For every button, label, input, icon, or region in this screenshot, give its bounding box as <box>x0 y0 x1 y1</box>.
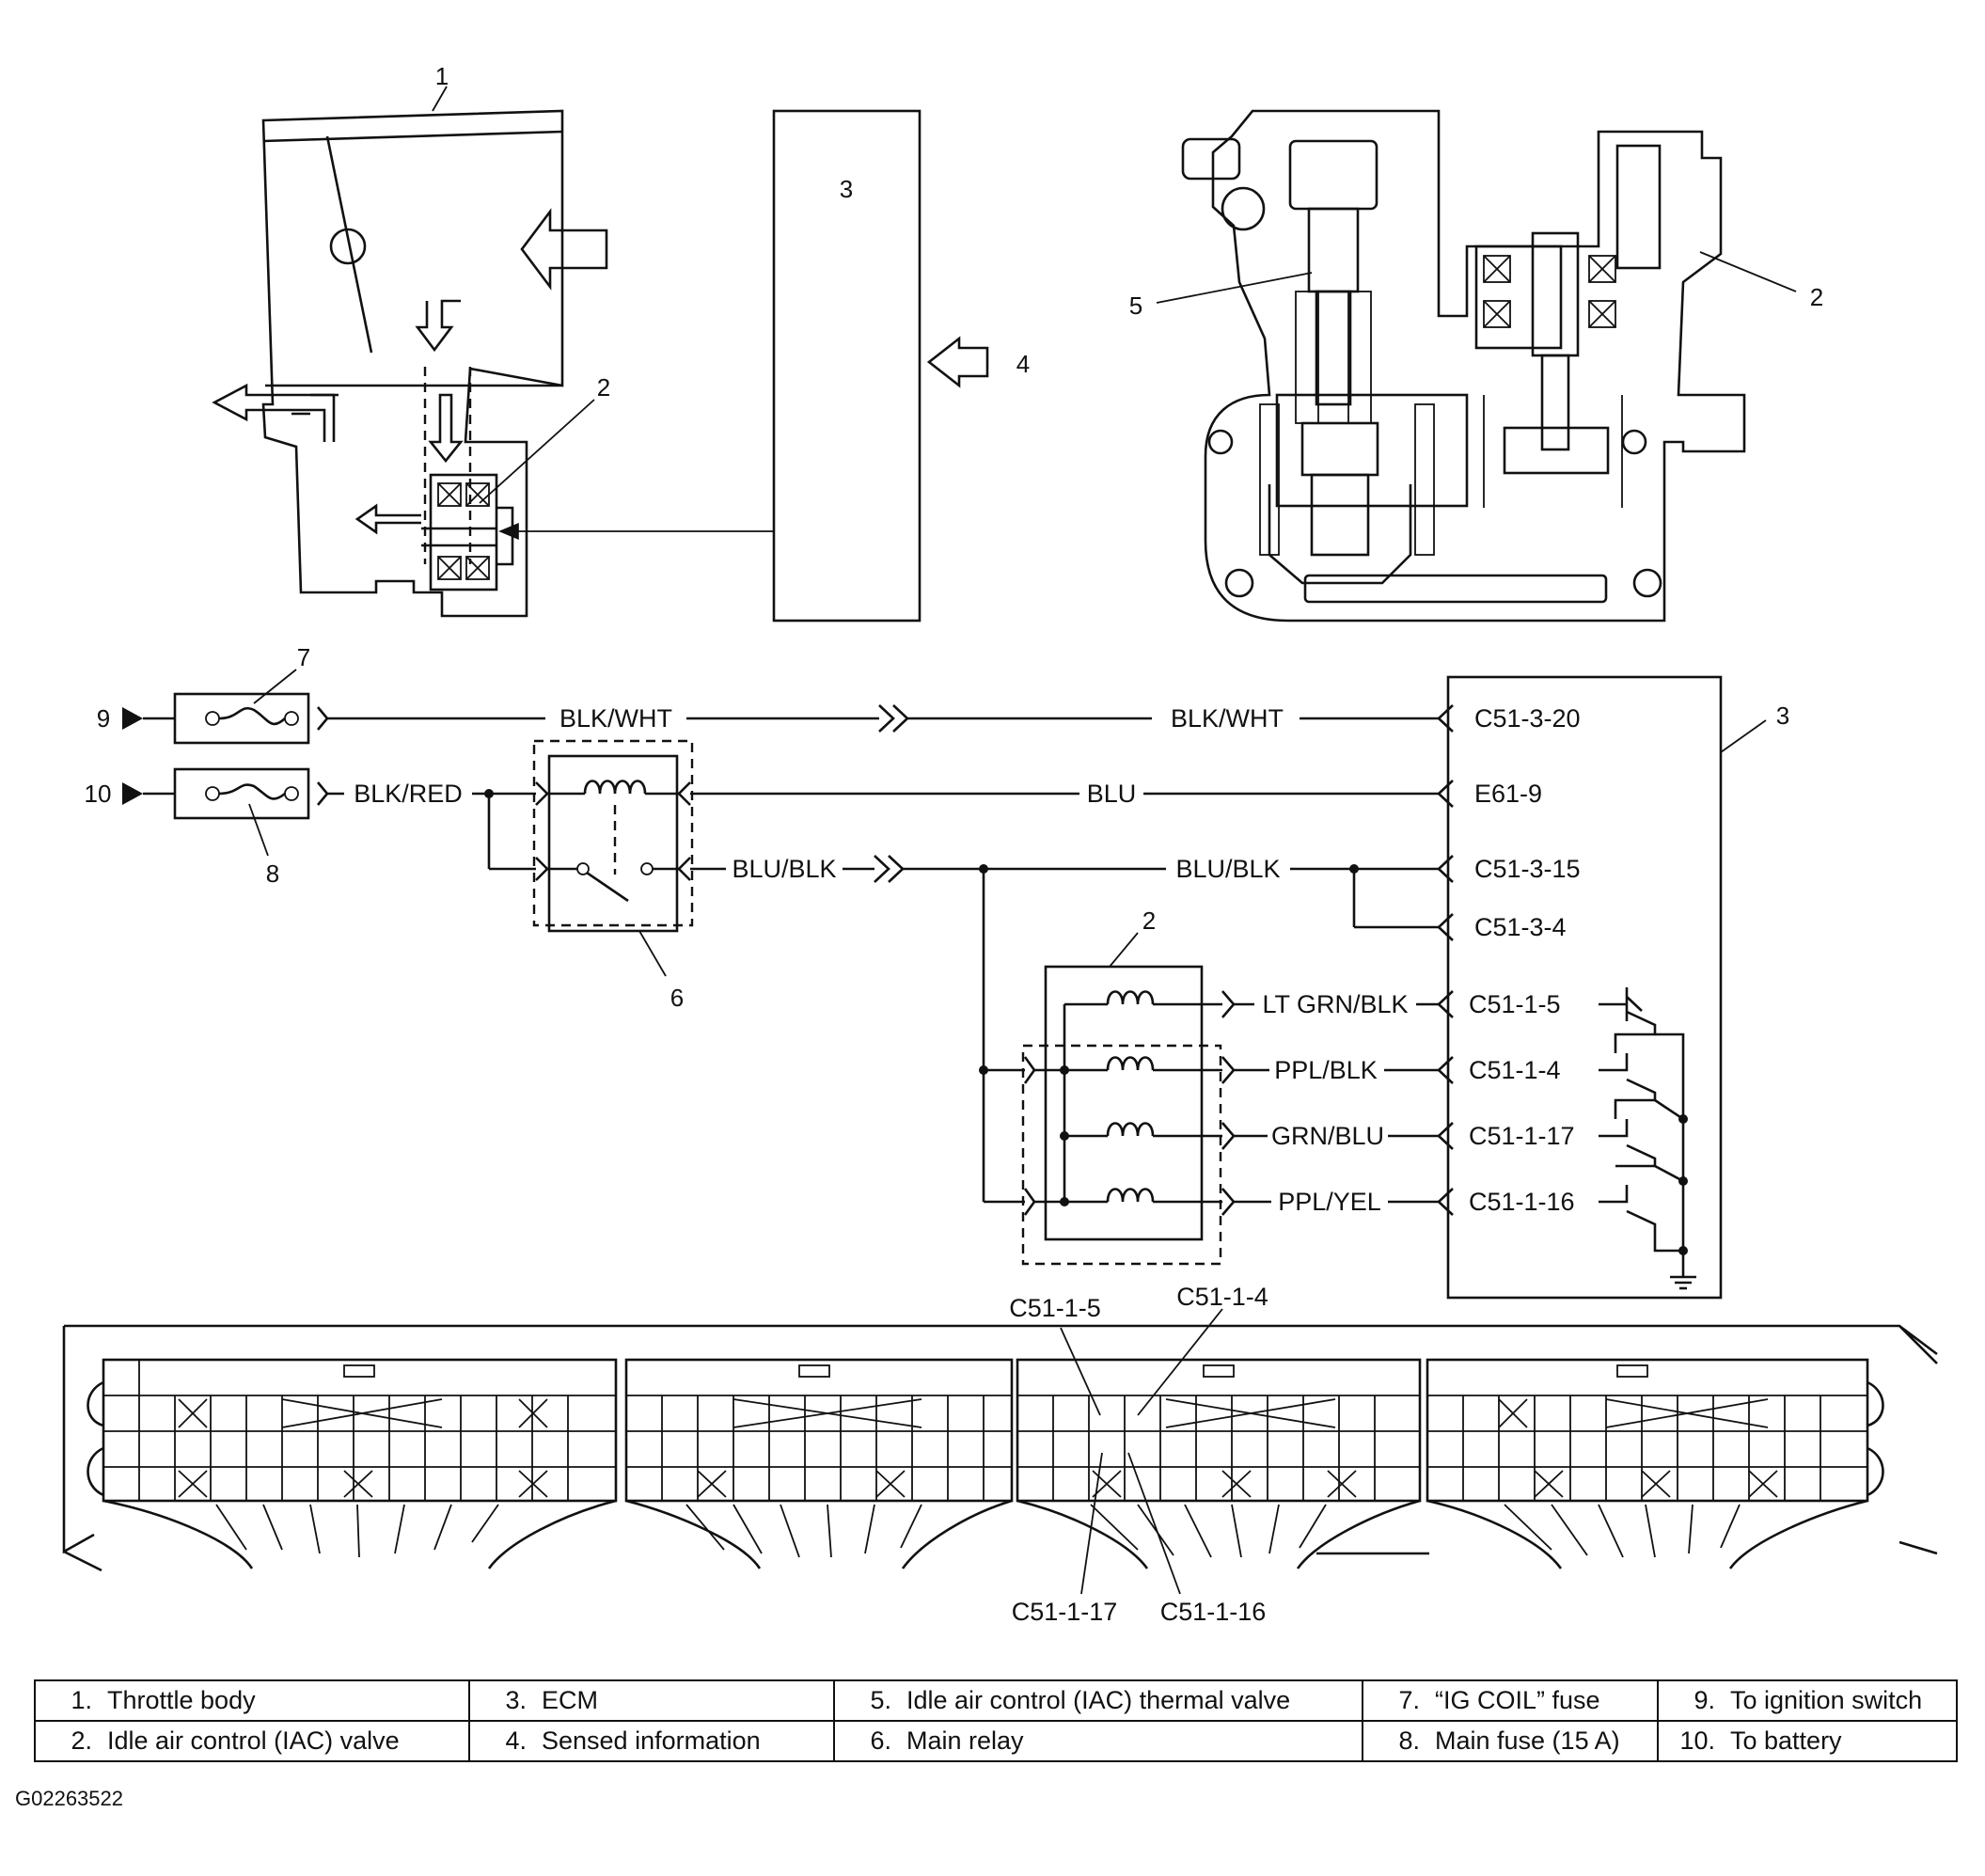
wire-blk-wht-2: BLK/WHT <box>1171 704 1284 733</box>
ecm-connector-view <box>62 1324 1938 1572</box>
legend-item-main-relay: 6.Main relay <box>833 1720 1363 1762</box>
callout-sensed-information: 4 <box>1016 350 1030 378</box>
legend-item-iac-valve: 2.Idle air control (IAC) valve <box>34 1720 470 1762</box>
callout-main-relay: 6 <box>670 984 684 1012</box>
wire-grn-blu: GRN/BLU <box>1271 1122 1384 1150</box>
wire-blu-blk-2: BLU/BLK <box>1175 855 1280 883</box>
wire-ppl-blk: PPL/BLK <box>1274 1056 1378 1084</box>
legend-row: 2.Idle air control (IAC) valve 4.Sensed … <box>34 1720 1958 1762</box>
callout-iac-schematic: 2 <box>1142 906 1156 935</box>
wire-blk-wht-1: BLK/WHT <box>559 704 672 733</box>
wire-ppl-yel: PPL/YEL <box>1278 1188 1381 1216</box>
callout-battery: 10 <box>85 780 112 808</box>
wire-lt-grn-blk: LT GRN/BLK <box>1262 990 1408 1018</box>
legend-row: 1.Throttle body 3.ECM 5.Idle air control… <box>34 1679 1958 1722</box>
legend-item-ecm: 3.ECM <box>468 1679 835 1722</box>
ecm-pin-e61-9: E61-9 <box>1474 780 1542 808</box>
sensed-information-arrow <box>926 336 989 388</box>
ig-coil-fuse <box>173 692 310 745</box>
connector-label-c51-1-4: C51-1-4 <box>1176 1283 1268 1311</box>
callout-iac-valve-right: 2 <box>1810 283 1823 311</box>
ecm-block-top <box>772 109 922 623</box>
legend-item-battery: 10.To battery <box>1657 1720 1958 1762</box>
ecm-pin-c51-1-5: C51-1-5 <box>1469 990 1561 1018</box>
callout-ig-coil-fuse: 7 <box>297 643 310 671</box>
component-legend: 1.Throttle body 3.ECM 5.Idle air control… <box>34 1679 1958 1762</box>
legend-item-iac-thermal-valve: 5.Idle air control (IAC) thermal valve <box>833 1679 1363 1722</box>
main-fuse <box>173 767 310 820</box>
iac-valve-cross-section <box>1181 109 1746 623</box>
callout-ecm-top: 3 <box>840 175 853 203</box>
connector-label-c51-1-16: C51-1-16 <box>1160 1598 1267 1626</box>
ecm-driver-transistors <box>1599 987 1696 1290</box>
callout-ecm-schematic: 3 <box>1776 702 1789 730</box>
wire-blu-blk-1: BLU/BLK <box>732 855 836 883</box>
callout-thermal-valve: 5 <box>1129 292 1142 320</box>
battery-source <box>122 782 175 805</box>
ecm-pin-c51-3-15: C51-3-15 <box>1474 855 1581 883</box>
ecm-pin-c51-1-16: C51-1-16 <box>1469 1188 1575 1216</box>
ecm-schematic-box <box>1446 675 1723 1300</box>
throttle-body-drawing <box>212 109 608 618</box>
ecm-pin-c51-3-4: C51-3-4 <box>1474 913 1567 941</box>
connector-label-c51-1-17: C51-1-17 <box>1012 1598 1118 1626</box>
iac-valve-schematic <box>1021 965 1236 1266</box>
connector-label-c51-1-5: C51-1-5 <box>1009 1294 1101 1322</box>
ignition-switch-source <box>122 707 175 730</box>
ecm-pin-c51-1-17: C51-1-17 <box>1469 1122 1575 1150</box>
callout-main-fuse: 8 <box>266 859 279 888</box>
legend-item-main-fuse: 8.Main fuse (15 A) <box>1362 1720 1659 1762</box>
legend-item-throttle-body: 1.Throttle body <box>34 1679 470 1722</box>
figure-id: G02263522 <box>15 1787 123 1810</box>
callout-ignition-switch: 9 <box>97 704 110 733</box>
legend-item-ig-coil-fuse: 7.“IG COIL” fuse <box>1362 1679 1659 1722</box>
wire-blk-red: BLK/RED <box>354 780 463 808</box>
ecm-pin-c51-3-20: C51-3-20 <box>1474 704 1581 733</box>
legend-item-sensed-information: 4.Sensed information <box>468 1720 835 1762</box>
ecm-pin-c51-1-4: C51-1-4 <box>1469 1056 1561 1084</box>
legend-item-ignition-switch: 9.To ignition switch <box>1657 1679 1958 1722</box>
wire-blu: BLU <box>1087 780 1137 808</box>
callout-throttle-body: 1 <box>435 62 449 90</box>
main-relay <box>532 739 694 933</box>
callout-iac-valve-left: 2 <box>597 373 610 402</box>
